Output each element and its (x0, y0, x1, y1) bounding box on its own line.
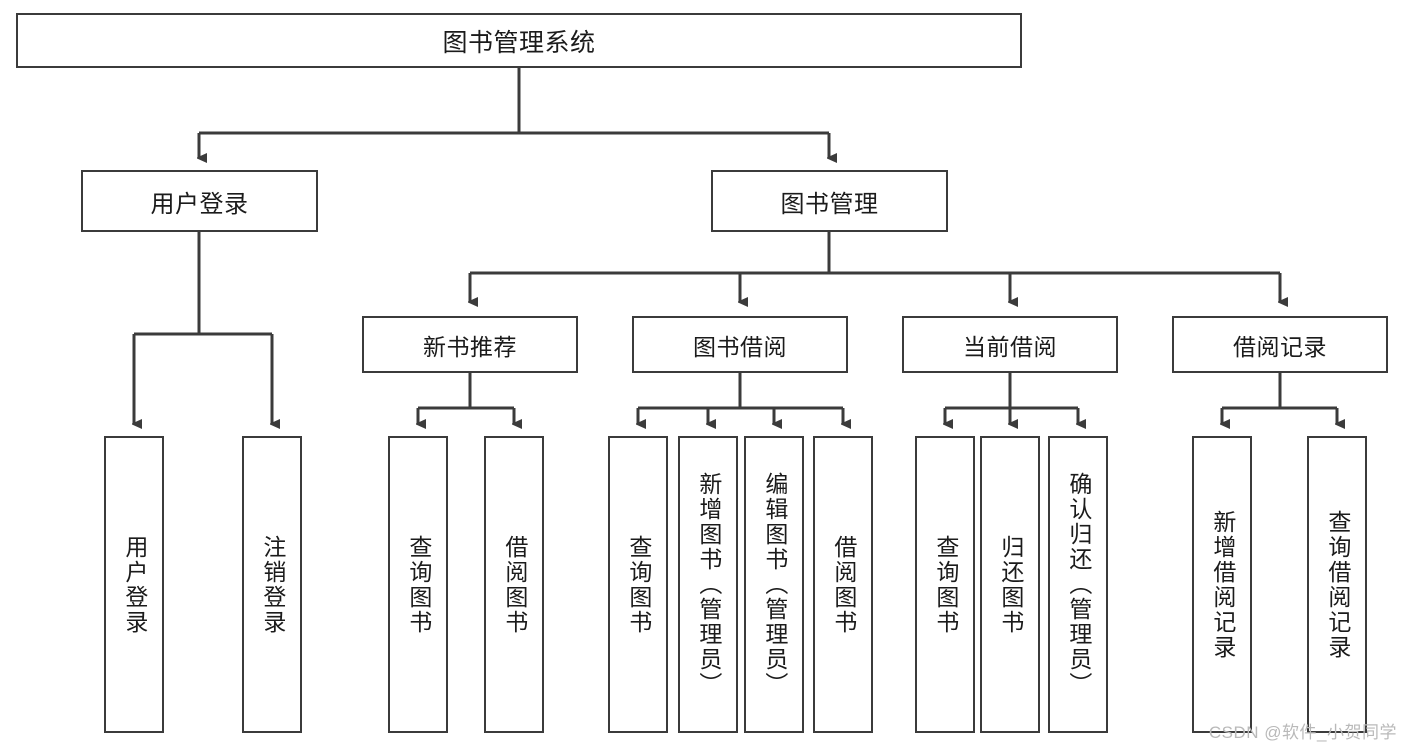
node-book-borrow[interactable]: 图书借阅 (632, 316, 848, 373)
leaf-book-borrow-query[interactable]: 查询图书 (608, 436, 668, 733)
leaf-label: 归还图书 (997, 534, 1024, 635)
leaf-book-borrow-add[interactable]: 新增图书（管理员） (678, 436, 738, 733)
leaf-label: 查询图书 (932, 534, 959, 635)
leaf-current-borrow-return[interactable]: 归还图书 (980, 436, 1040, 733)
leaf-current-borrow-confirm-return[interactable]: 确认归还（管理员） (1048, 436, 1108, 733)
node-borrow-record-label: 借阅记录 (1233, 333, 1327, 360)
node-new-book-recommend-label: 新书推荐 (423, 333, 517, 360)
node-root[interactable]: 图书管理系统 (16, 13, 1022, 68)
leaf-label: 编辑图书（管理员） (761, 472, 788, 697)
node-current-borrow[interactable]: 当前借阅 (902, 316, 1118, 373)
node-current-borrow-label: 当前借阅 (963, 333, 1057, 360)
leaf-label: 新增借阅记录 (1209, 509, 1236, 660)
node-book-borrow-label: 图书借阅 (693, 333, 787, 360)
leaf-label: 注销登录 (259, 534, 286, 635)
leaf-borrow-record-add[interactable]: 新增借阅记录 (1192, 436, 1252, 733)
leaf-user-login-logout[interactable]: 注销登录 (242, 436, 302, 733)
leaf-label: 查询图书 (625, 534, 652, 635)
leaf-book-borrow-edit[interactable]: 编辑图书（管理员） (744, 436, 804, 733)
node-root-label: 图书管理系统 (442, 28, 596, 57)
leaf-new-book-query[interactable]: 查询图书 (388, 436, 448, 733)
leaf-borrow-record-query[interactable]: 查询借阅记录 (1307, 436, 1367, 733)
node-book-management[interactable]: 图书管理 (711, 170, 948, 232)
node-borrow-record[interactable]: 借阅记录 (1172, 316, 1388, 373)
leaf-label: 确认归还（管理员） (1065, 472, 1092, 697)
watermark: CSDN @软件_小贺同学 (1208, 723, 1397, 742)
leaf-label: 借阅图书 (830, 534, 857, 635)
leaf-label: 借阅图书 (501, 534, 528, 635)
leaf-current-borrow-query[interactable]: 查询图书 (915, 436, 975, 733)
node-user-login-label: 用户登录 (150, 190, 249, 218)
leaf-user-login-login[interactable]: 用户登录 (104, 436, 164, 733)
leaf-label: 新增图书（管理员） (695, 472, 722, 697)
node-new-book-recommend[interactable]: 新书推荐 (362, 316, 578, 373)
node-user-login[interactable]: 用户登录 (81, 170, 318, 232)
node-book-management-label: 图书管理 (780, 190, 879, 218)
leaf-new-book-borrow[interactable]: 借阅图书 (484, 436, 544, 733)
leaf-book-borrow-borrow[interactable]: 借阅图书 (813, 436, 873, 733)
leaf-label: 查询图书 (405, 534, 432, 635)
leaf-label: 用户登录 (121, 534, 148, 635)
leaf-label: 查询借阅记录 (1324, 509, 1351, 660)
